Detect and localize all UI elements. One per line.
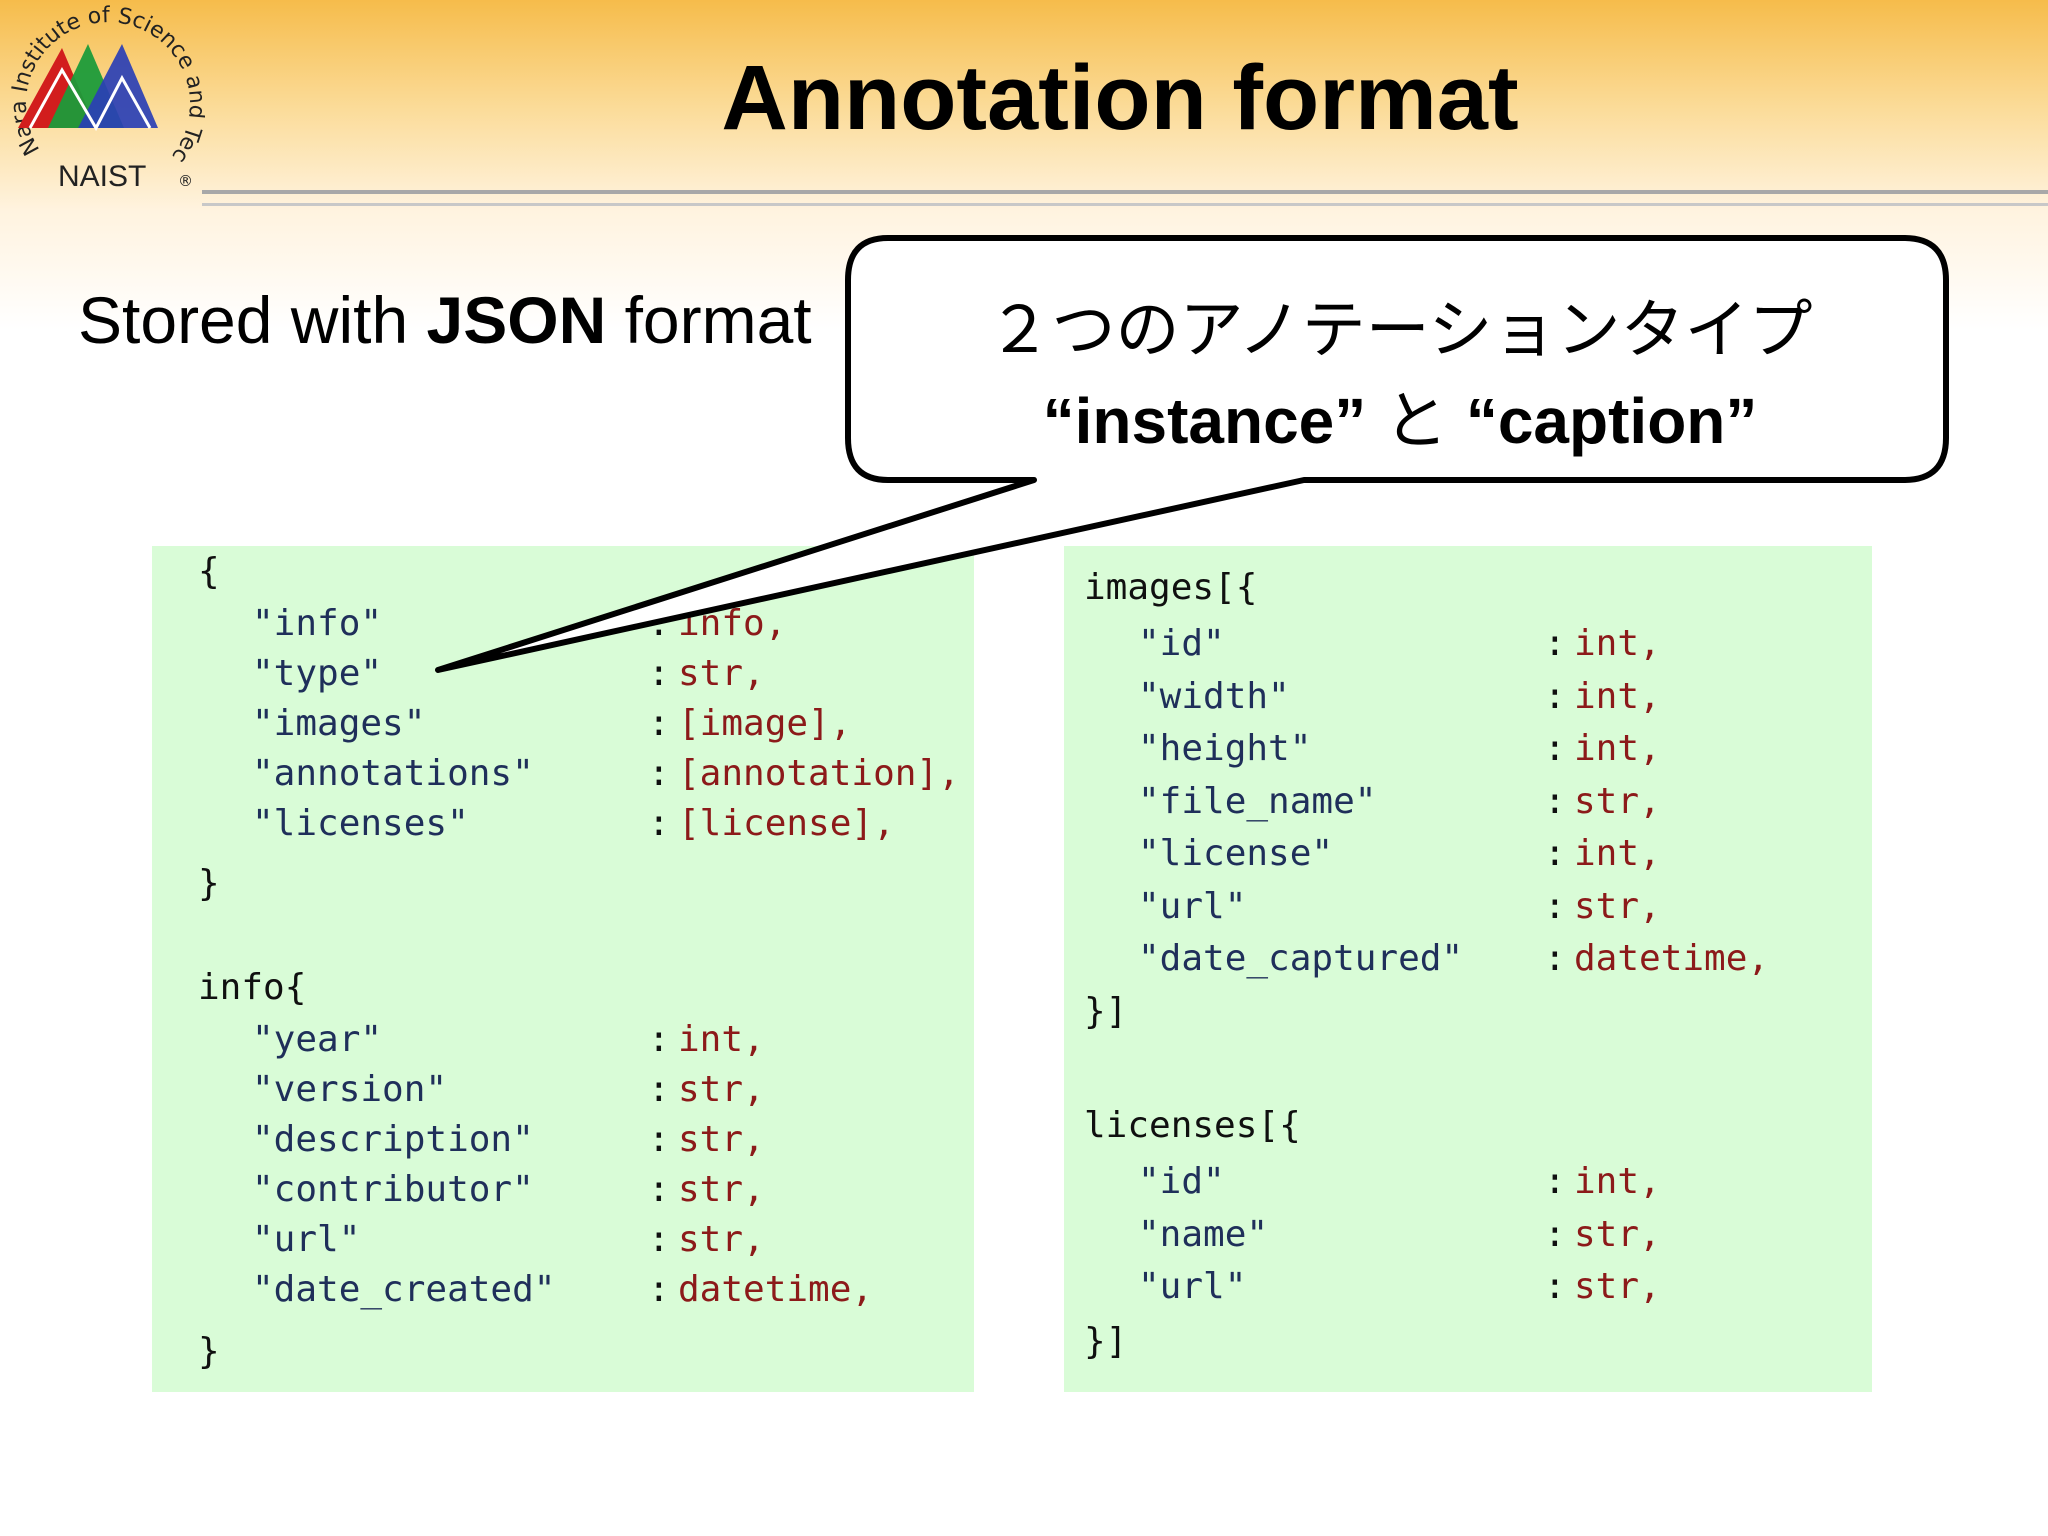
callout-line-2: “instance” と “caption”	[850, 376, 1950, 466]
field-key: "url"	[252, 1219, 361, 1260]
field-key: "name"	[1138, 1213, 1269, 1255]
field-colon: :	[648, 1169, 670, 1210]
callout-instance: “instance”	[1042, 385, 1367, 457]
callout-joiner: と	[1366, 385, 1466, 457]
field-key: "type"	[252, 653, 383, 694]
info-close-brace: }	[198, 1331, 220, 1372]
field-colon: :	[1544, 728, 1566, 769]
field-colon: :	[648, 1219, 670, 1260]
root-close-brace: }	[198, 863, 220, 904]
field-key: "width"	[1138, 675, 1290, 717]
field-colon: :	[648, 653, 670, 694]
title-rule-secondary	[202, 203, 2048, 206]
field-colon: :	[1544, 780, 1566, 822]
field-colon: :	[1544, 675, 1566, 717]
field-key: "license"	[1138, 833, 1334, 874]
field-key: "info"	[252, 603, 383, 644]
callout-caption: “caption”	[1465, 385, 1758, 457]
field-colon: :	[648, 803, 670, 844]
field-key: "id"	[1138, 1161, 1225, 1202]
field-type: int,	[1574, 623, 1661, 664]
callout-text: ２つのアノテーションタイプ “instance” と “caption”	[850, 226, 1950, 466]
field-type: int,	[1574, 675, 1661, 717]
field-type: int,	[678, 1019, 765, 1060]
field-key: "url"	[1138, 1266, 1247, 1307]
field-colon: :	[1544, 1161, 1566, 1202]
field-type: [image],	[678, 703, 852, 744]
field-colon: :	[648, 1069, 670, 1110]
field-colon: :	[648, 753, 670, 794]
page-title: Annotation format	[721, 47, 1519, 149]
licenses-open-brace: licenses[{	[1084, 1105, 1301, 1146]
field-colon: :	[1544, 885, 1566, 927]
field-type: int,	[1574, 833, 1661, 874]
field-type: [annotation],	[678, 753, 960, 794]
images-close-brace: }]	[1084, 991, 1128, 1032]
field-colon: :	[648, 703, 670, 744]
title-rule	[202, 190, 2048, 194]
subtitle-suffix: format	[606, 283, 812, 357]
naist-logo: Nara Institute of Science and Technology…	[0, 0, 205, 193]
field-key: "height"	[1138, 728, 1312, 769]
field-type: info,	[678, 603, 787, 644]
logo-reg-mark: ®	[178, 172, 193, 190]
field-key: "id"	[1138, 623, 1225, 664]
subtitle: Stored with JSON format	[78, 282, 812, 358]
root-open-brace: {	[198, 551, 220, 592]
field-colon: :	[648, 603, 670, 644]
subtitle-prefix: Stored with	[78, 283, 427, 357]
licenses-close-brace: }]	[1084, 1321, 1128, 1362]
field-type: str,	[678, 1219, 765, 1260]
field-type: str,	[1574, 1213, 1661, 1255]
field-key: "annotations"	[252, 753, 534, 794]
code-panel-right: images[{"id":int,"width":int,"height":in…	[1064, 546, 1872, 1392]
field-colon: :	[1544, 623, 1566, 664]
field-key: "url"	[1138, 885, 1247, 927]
images-open-brace: images[{	[1084, 567, 1258, 608]
field-colon: :	[1544, 1266, 1566, 1307]
field-key: "version"	[252, 1069, 448, 1110]
logo-name: NAIST	[58, 160, 146, 193]
field-colon: :	[648, 1119, 670, 1160]
field-type: str,	[1574, 780, 1661, 822]
field-key: "images"	[252, 703, 426, 744]
field-type: str,	[678, 1169, 765, 1210]
field-colon: :	[648, 1269, 670, 1310]
field-colon: :	[1544, 938, 1566, 979]
field-colon: :	[1544, 1213, 1566, 1255]
field-type: [license],	[678, 803, 895, 844]
field-key: "date_created"	[252, 1269, 556, 1310]
code-panel-left: {"info":info,"type":str,"images":[image]…	[152, 546, 974, 1392]
callout-line-1: ２つのアノテーションタイプ	[987, 294, 1813, 368]
field-key: "licenses"	[252, 803, 469, 844]
field-key: "date_captured"	[1138, 938, 1464, 979]
subtitle-bold: JSON	[426, 283, 607, 357]
field-type: datetime,	[678, 1269, 874, 1310]
field-type: datetime,	[1574, 938, 1770, 979]
field-type: int,	[1574, 1161, 1661, 1202]
field-key: "description"	[252, 1119, 534, 1160]
field-key: "year"	[252, 1019, 383, 1060]
field-key: "contributor"	[252, 1169, 534, 1210]
info-open-brace: info{	[198, 967, 307, 1008]
field-type: str,	[678, 1069, 765, 1110]
field-type: int,	[1574, 728, 1661, 769]
field-colon: :	[648, 1019, 670, 1060]
field-type: str,	[1574, 885, 1661, 927]
field-type: str,	[678, 1119, 765, 1160]
field-colon: :	[1544, 833, 1566, 874]
field-type: str,	[678, 653, 765, 694]
field-key: "file_name"	[1138, 780, 1377, 822]
field-type: str,	[1574, 1266, 1661, 1307]
